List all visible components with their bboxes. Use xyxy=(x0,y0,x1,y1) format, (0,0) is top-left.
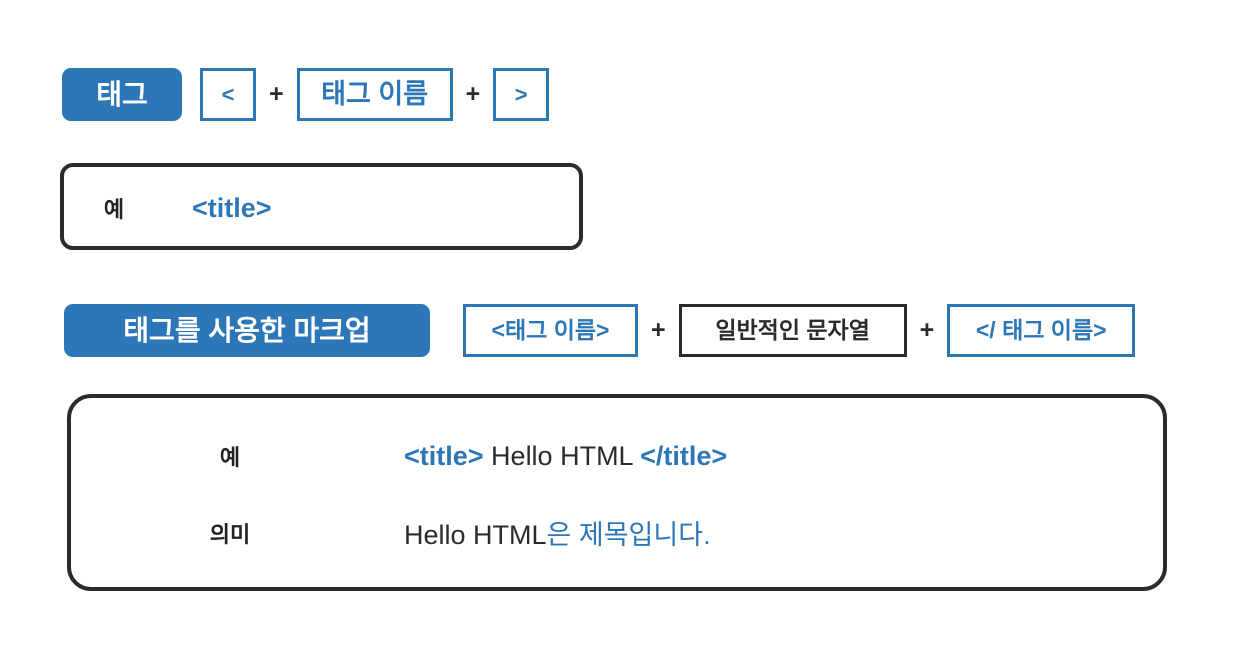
tag-part-open-bracket-label: < xyxy=(221,81,235,107)
plus-operator-2: + xyxy=(465,80,481,108)
markup-example-label-1: 예 xyxy=(219,445,241,470)
tag-example-value: <title> xyxy=(192,192,272,223)
markup-heading-label: 태그를 사용한 마크업 xyxy=(123,314,371,346)
tag-part-close-bracket[interactable]: > xyxy=(493,68,550,121)
tag-part-close-bracket-label: > xyxy=(514,81,528,107)
markup-example-label-2: 의미 xyxy=(209,521,251,547)
tag-heading-label: 태그 xyxy=(96,78,148,110)
markup-meaning-seg-korean: 은 제목입니다. xyxy=(546,520,711,550)
tag-part-open-bracket[interactable]: < xyxy=(200,68,256,121)
plus-operator-4: + xyxy=(919,316,935,344)
tag-part-name[interactable]: 태그 이름 xyxy=(296,68,453,121)
markup-meaning-seg-english: Hello HTML xyxy=(404,520,547,550)
markup-example-seg-open: <title> xyxy=(404,440,484,471)
markup-example-row-meaning: 의미 Hello HTML은 제목입니다. xyxy=(190,513,711,552)
markup-part-open-tag-label: <태그 이름> xyxy=(491,317,610,343)
plus-operator-1: + xyxy=(269,80,284,108)
markup-example-panel xyxy=(67,394,1167,591)
markup-part-text-content-label: 일반적인 문자열 xyxy=(715,317,870,343)
markup-formula-row: 태그를 사용한 마크업 <태그 이름> + 일반적인 문자열 + </ 태그 이… xyxy=(64,304,1136,357)
tag-example-panel xyxy=(60,163,583,250)
tag-example-row: 예 <title> xyxy=(84,192,504,224)
tag-example-label: 예 xyxy=(103,197,125,222)
tag-formula-row: 태그 < + 태그 이름 + > xyxy=(62,68,550,121)
markup-part-open-tag[interactable]: <태그 이름> xyxy=(463,304,638,357)
markup-example-seg-content: Hello HTML xyxy=(483,440,641,471)
tag-heading-chip[interactable]: 태그 xyxy=(62,68,182,121)
markup-part-text-content[interactable]: 일반적인 문자열 xyxy=(678,304,907,357)
markup-heading-chip[interactable]: 태그를 사용한 마크업 xyxy=(64,304,430,357)
markup-example-seg-close: </title> xyxy=(640,440,728,471)
markup-part-close-tag-label: </ 태그 이름> xyxy=(975,317,1107,343)
markup-part-close-tag[interactable]: </ 태그 이름> xyxy=(947,304,1136,357)
markup-example-row-example: 예 <title> Hello HTML </title> xyxy=(190,440,727,472)
tag-part-name-label: 태그 이름 xyxy=(321,79,429,109)
markup-example-value-2: Hello HTML은 제목입니다. xyxy=(404,513,711,552)
plus-operator-3: + xyxy=(651,316,666,344)
markup-example-value-1: <title> Hello HTML </title> xyxy=(404,441,727,472)
